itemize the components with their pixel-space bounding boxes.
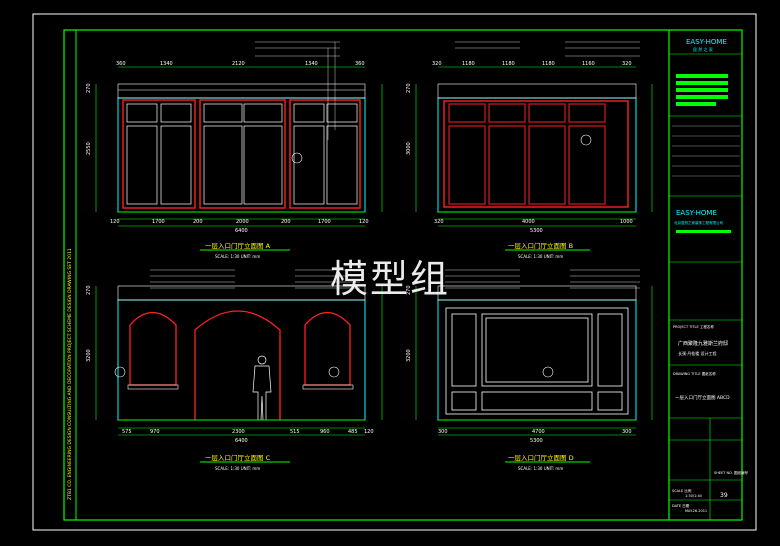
dim-c-bot-6: 120: [364, 429, 374, 435]
dim-a-bot-4: 200: [281, 219, 291, 225]
dim-a-top-0: 360: [116, 61, 126, 67]
company-logo: EASY-HOME: [686, 38, 727, 46]
dim-b-top-4: 1160: [582, 61, 595, 67]
dim-a-bot-1: 1700: [152, 219, 165, 225]
dim-c-bot-2: 2300: [232, 429, 245, 435]
drawing-name: 一层入口门厅立面图 ABCD: [675, 394, 730, 401]
dim-b-top-1: 1180: [462, 61, 475, 67]
dim-b-left-1: 3000: [406, 142, 412, 155]
dim-c-bot-4: 960: [320, 429, 330, 435]
elevation-d: 300 4700 300 5300 270 3200 一层入口门厅立面图 D S…: [406, 269, 653, 471]
dim-a-bot-6: 120: [359, 219, 369, 225]
dim-b-left-0: 270: [406, 83, 412, 93]
dim-b-bot-0: 320: [434, 219, 444, 225]
company-logo-sub: 居 然 之 家: [693, 46, 713, 52]
elevation-a-scale: SCALE: 1:30 UNIT: mm: [215, 254, 260, 259]
elevation-b-scale: SCALE: 1:30 UNIT: mm: [518, 254, 563, 259]
date-label: DATE 日期: [672, 503, 690, 508]
sheet-number: 39: [720, 492, 728, 499]
elevation-b-title: 一层入口门厅立面图 B: [508, 241, 573, 250]
dim-c-bot-5: 485: [348, 429, 358, 435]
company-logo-2: EASY-HOME: [676, 209, 717, 217]
scale-value: 1:30/1:40: [685, 494, 702, 498]
dim-a-left-0: 270: [86, 83, 92, 93]
watermark: 模型组: [330, 257, 451, 301]
dim-c-bot-0: 575: [122, 429, 132, 435]
date-value: MAY.26.2011: [685, 509, 707, 513]
dim-d-total: 5300: [530, 438, 543, 444]
dim-a-top-4: 360: [355, 61, 365, 67]
dim-a-bot-2: 200: [193, 219, 203, 225]
dim-d-left-0: 270: [406, 285, 412, 295]
title-block: EASY-HOME 居 然 之 家 EASY-HOME 北京居然之家装饰工程有限…: [669, 38, 748, 520]
dim-c-left-0: 270: [86, 285, 92, 295]
dim-d-bot-2: 300: [622, 429, 632, 435]
dim-b-top-0: 320: [432, 61, 442, 67]
dim-c-bot-3: 515: [290, 429, 300, 435]
dim-b-top-2: 1180: [502, 61, 515, 67]
elevation-d-title: 一层入口门厅立面图 D: [508, 453, 574, 462]
dim-d-bot-1: 4700: [532, 429, 545, 435]
dim-a-bot-5: 1700: [318, 219, 331, 225]
dim-a-total: 6400: [235, 228, 248, 234]
elevation-c-scale: SCALE: 1:30 UNIT: mm: [215, 466, 260, 471]
left-strip-text: ZTB1 CO. ENGINEERING DESIGN CONSULTING A…: [67, 248, 73, 500]
dim-c-left-1: 3200: [86, 349, 92, 362]
project-title-label: PROJECT TITLE 工程名称: [673, 324, 714, 329]
dim-b-top-3: 1180: [542, 61, 555, 67]
scale-label: SCALE 比例: [672, 488, 692, 493]
elevation-c: 575 970 2300 515 960 485 120 6400 270 32…: [86, 269, 383, 471]
human-figure-icon: [252, 355, 272, 421]
drawing-frame: [63, 29, 743, 521]
outer-border: [32, 13, 757, 531]
dim-a-left-1: 2550: [86, 142, 92, 155]
elevation-c-title: 一层入口门厅立面图 C: [205, 453, 271, 462]
elevation-a-title: 一层入口门厅立面图 A: [205, 241, 271, 250]
dim-b-top-5: 320: [622, 61, 632, 67]
dim-a-bot-0: 120: [110, 219, 120, 225]
elevation-a: 360 1340 2120 1340 360 120 1700 200 2000…: [86, 41, 383, 259]
elevation-d-scale: SCALE: 1:30 UNIT: mm: [518, 466, 563, 471]
dim-d-bot-0: 300: [438, 429, 448, 435]
sheet-label: SHEET NO. 图纸编号: [714, 470, 748, 475]
dim-d-left-1: 3200: [406, 349, 412, 362]
dim-a-top-2: 2120: [232, 61, 245, 67]
drawing-title-label: DRAWING TITLE 图纸名称: [673, 371, 716, 376]
project-name: 广西聚隆九雅斯兰府邸: [678, 340, 728, 347]
dim-a-top-1: 1340: [160, 61, 173, 67]
dim-b-bot-1: 4000: [522, 219, 535, 225]
company-logo-2-sub: 北京居然之家装饰工程有限公司: [674, 220, 723, 225]
dim-a-top-3: 1340: [305, 61, 318, 67]
dim-b-bot-2: 1000: [620, 219, 633, 225]
elevation-b: 320 1180 1180 1180 1160 320 320 4000 100…: [406, 41, 653, 259]
project-sub: 长颈·丹桂楼 设计工程: [678, 350, 717, 356]
dim-a-bot-3: 2000: [236, 219, 249, 225]
dim-c-bot-1: 970: [150, 429, 160, 435]
dim-b-total: 5300: [530, 228, 543, 234]
dim-c-total: 6400: [235, 438, 248, 444]
